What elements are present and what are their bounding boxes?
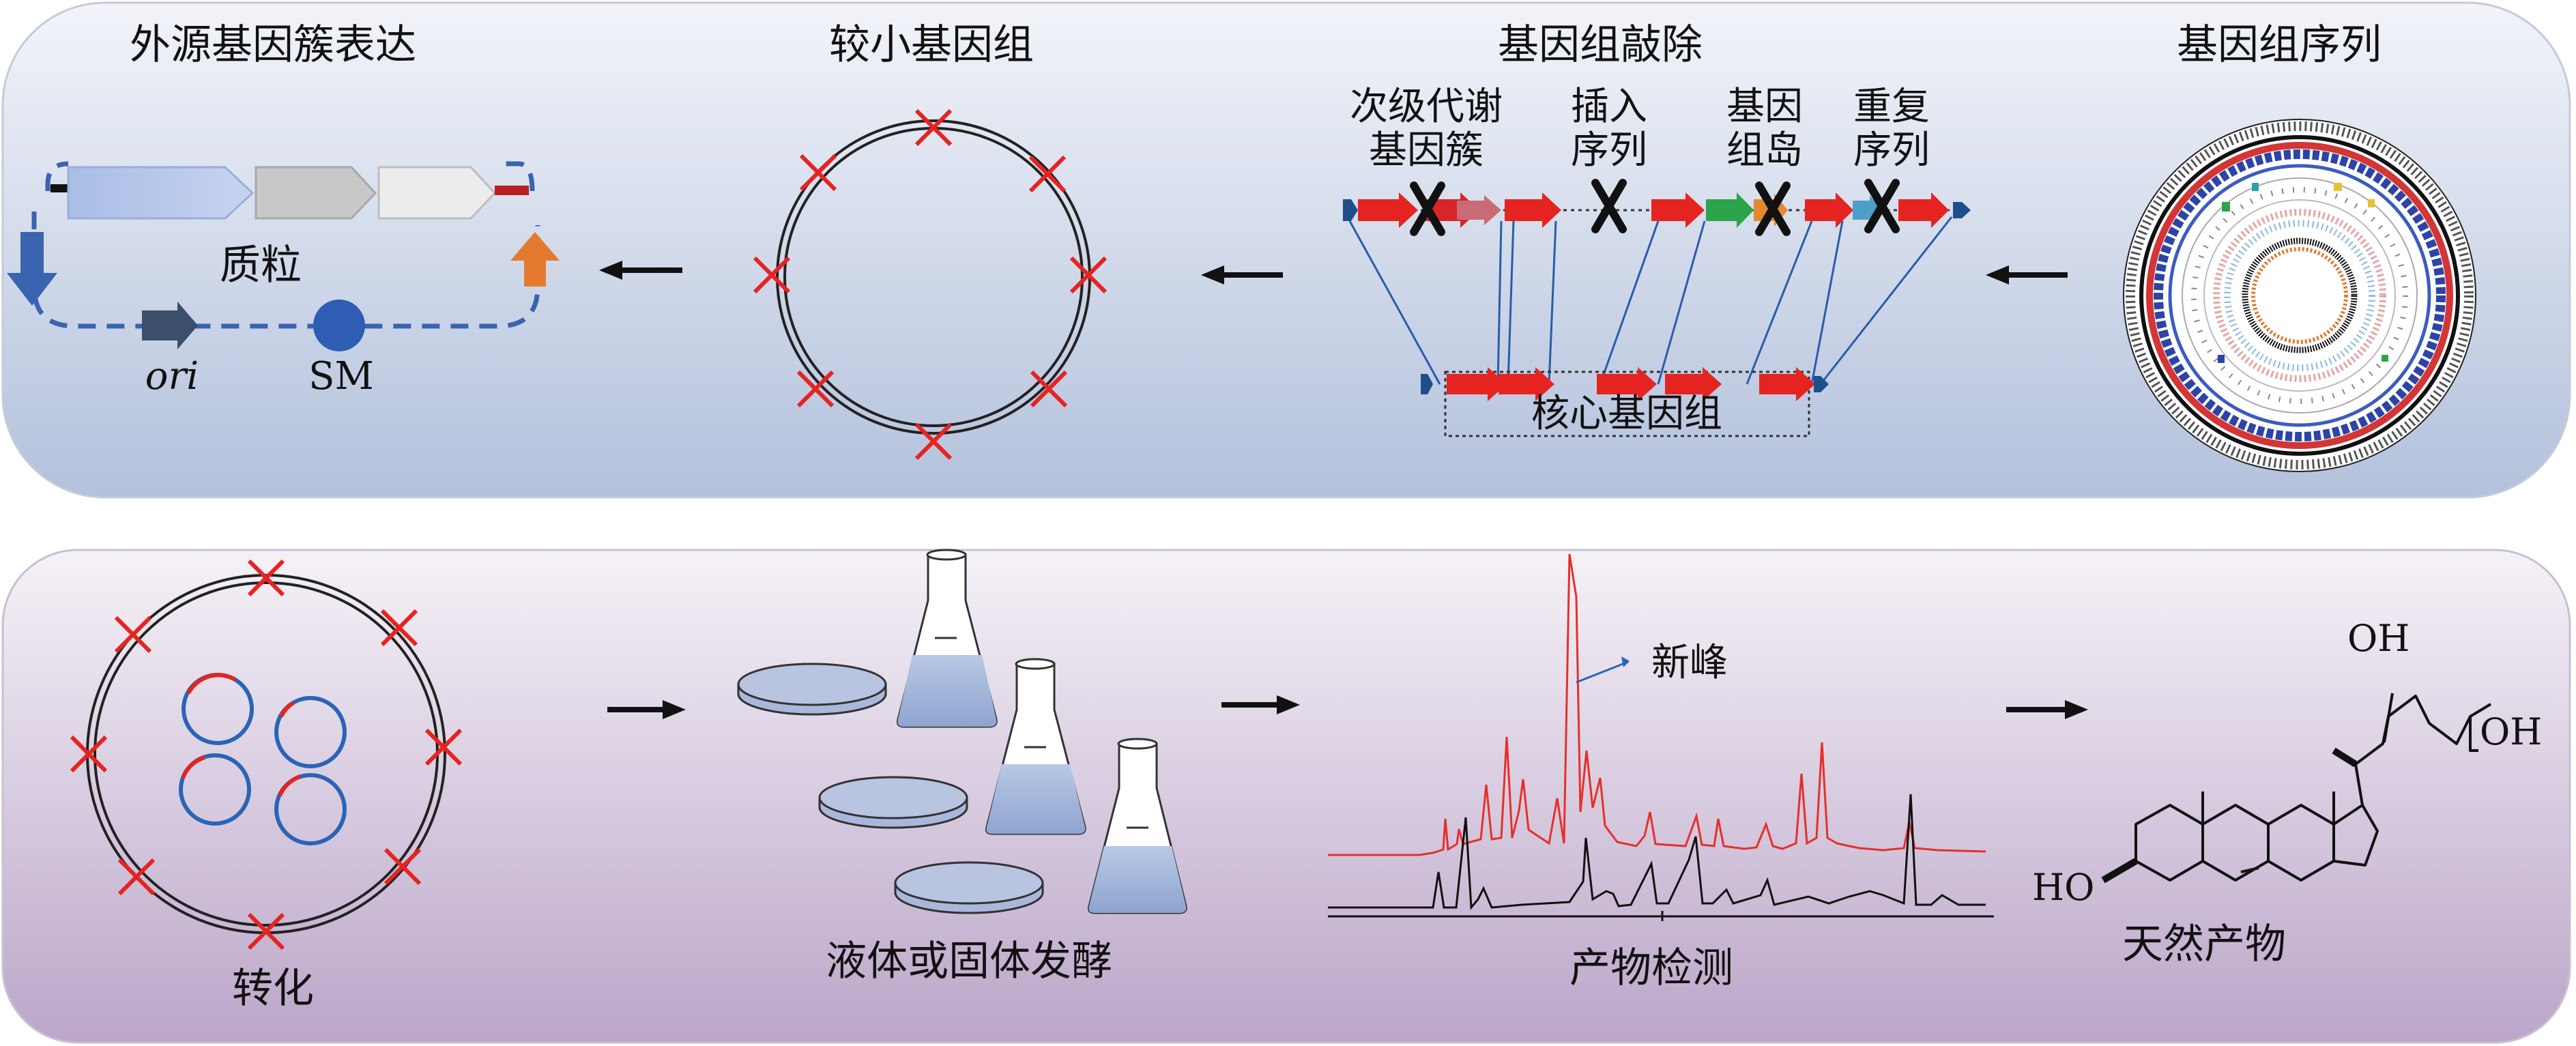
deletion-crosses: [1410, 179, 1900, 236]
label-ho-left: HO: [2032, 866, 2095, 909]
arrow-left-1: [599, 261, 682, 280]
title-small-genome: 较小基因组: [829, 21, 1034, 69]
flask-2: [985, 658, 1086, 835]
flask-3: [1087, 738, 1187, 914]
chromatogram-red: [1328, 553, 1986, 856]
title-genome-deletion: 基因组敲除: [1498, 21, 1703, 69]
gene-arrow-1: [67, 166, 255, 220]
transformation-diagram: [70, 559, 463, 950]
top-genome-arrows: [1343, 192, 1971, 228]
plasmid-label: 质粒: [220, 242, 302, 289]
label-core-genome: 核心基因组: [1531, 392, 1722, 436]
label-oh-right: OH: [2480, 710, 2543, 753]
petri-dish-1: [737, 663, 887, 716]
arrow-right-2: [1221, 695, 1300, 714]
label-genomic-island: 基因 组岛: [1726, 85, 1803, 173]
flask-1: [896, 549, 998, 728]
petri-dish-3: [894, 861, 1044, 914]
resistance-arrow-up: [510, 232, 560, 287]
sm-label: SM: [308, 354, 374, 398]
label-secondary-metabolite-cluster: 次级代谢 基因簇: [1350, 85, 1503, 173]
mapping-lines: [1348, 216, 1953, 385]
genome-map: [2123, 119, 2476, 472]
selection-arrow-down: [7, 232, 57, 306]
gene-arrow-2: [255, 166, 377, 220]
genome-deletion-diagram: [1343, 179, 1971, 437]
top-panel: [1, 1, 2571, 499]
arrow-left-3: [1986, 265, 2068, 285]
fermentation-diagram: [737, 549, 1187, 914]
core-genome-box: [1444, 371, 1810, 437]
new-peak-pointer: [1576, 660, 1629, 684]
chromatogram: [1328, 553, 1994, 921]
label-transformation: 转化: [232, 965, 314, 1013]
steroid-structure: [2101, 693, 2492, 884]
chromatogram-black: [1328, 794, 1986, 910]
label-repeat-sequence: 重复 序列: [1853, 85, 1930, 173]
arrow-right-3: [2006, 700, 2088, 719]
plasmid-diagram: [7, 161, 560, 351]
terminator-mark: [495, 186, 529, 195]
ori-arrow: [142, 302, 198, 349]
title-genome-sequence: 基因组序列: [2177, 21, 2382, 69]
small-genome-diagram: [753, 108, 1108, 461]
title-heterologous-expression: 外源基因簇表达: [130, 21, 416, 69]
ori-label: ori: [145, 354, 199, 398]
bottom-panel: [1, 549, 2571, 1044]
label-natural-product: 天然产物: [2122, 920, 2286, 968]
label-oh-top: OH: [2347, 617, 2410, 660]
petri-dish-2: [818, 776, 968, 829]
sm-marker: [313, 300, 365, 351]
arrow-right-1: [607, 700, 686, 719]
arrow-left-2: [1201, 265, 1283, 285]
gene-arrow-3: [377, 166, 497, 220]
core-genome-arrows: [1421, 367, 1829, 401]
label-product-detection: 产物检测: [1569, 944, 1733, 992]
label-fermentation: 液体或固体发酵: [826, 938, 1112, 985]
label-new-peak: 新峰: [1651, 641, 1728, 685]
bottom-flow-arrows: [607, 695, 2088, 719]
top-flow-arrows: [599, 261, 2068, 285]
label-insertion-sequence: 插入 序列: [1571, 85, 1647, 173]
